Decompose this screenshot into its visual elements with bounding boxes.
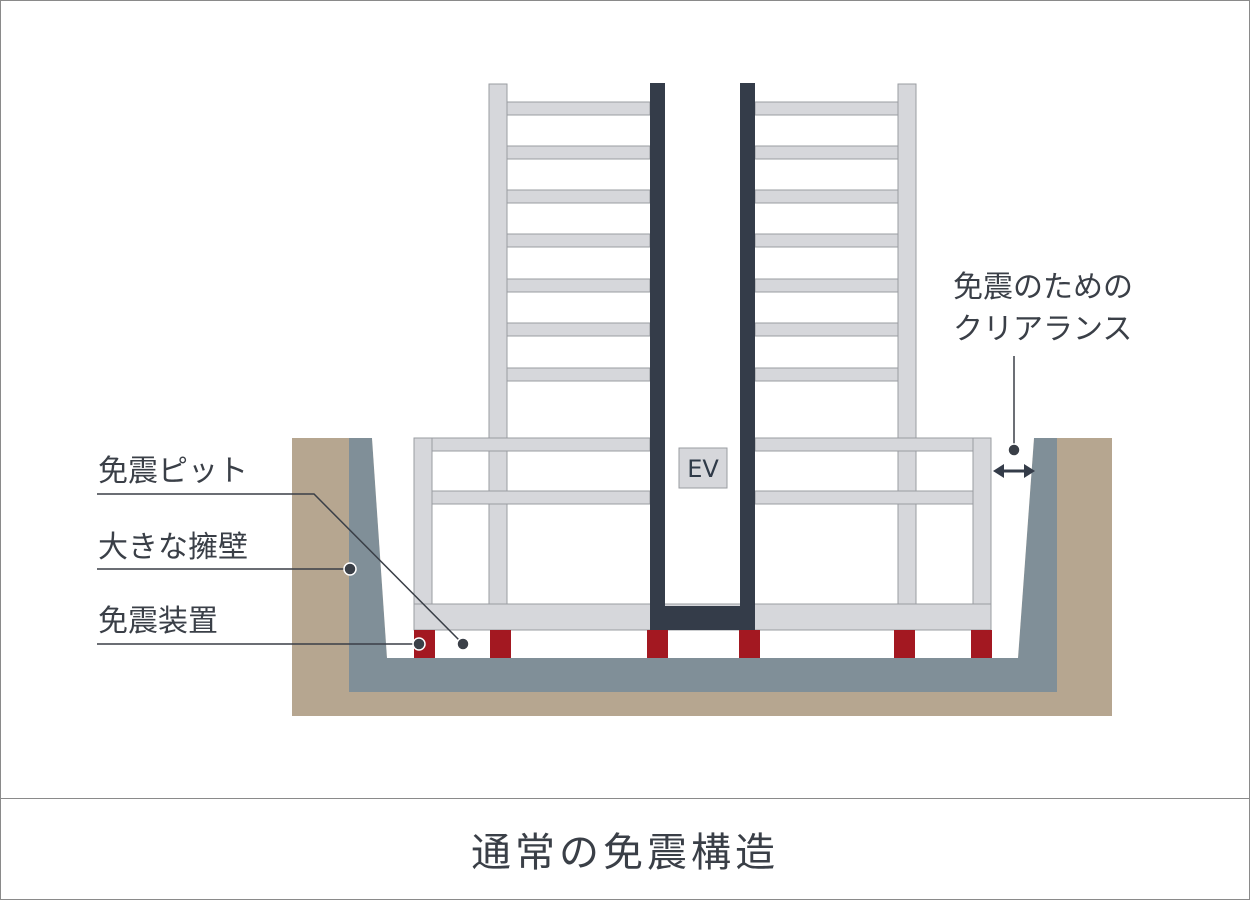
leader-dot-clearance: [1007, 443, 1021, 457]
floor-beam: [506, 233, 651, 248]
floor-beam: [754, 322, 899, 337]
podium-column-left: [413, 437, 433, 607]
isolator-bearing: [971, 630, 992, 658]
caption-divider: [1, 798, 1249, 799]
podium-column-right: [972, 437, 992, 607]
floor-beam: [754, 233, 899, 248]
floor-beam: [506, 322, 651, 337]
label-pit: 免震ピット: [98, 454, 248, 489]
isolator-bearing: [647, 630, 668, 658]
leader-dot-isolator: [412, 637, 426, 651]
tower-column-left: [488, 83, 508, 607]
floor-beam: [754, 437, 974, 452]
floor-beam: [431, 437, 651, 452]
label-clearance-line1: 免震のための: [953, 270, 1133, 305]
ev-label: EV: [687, 455, 719, 483]
seismic-isolation-diagram: EV 免震ピット 大きな擁壁 免震装置 免震のための クリアランス: [97, 83, 1133, 716]
isolator-bearing: [490, 630, 511, 658]
label-retaining-wall: 大きな擁壁: [98, 530, 248, 565]
floor-beam: [506, 189, 651, 204]
floor-beam: [431, 490, 651, 505]
ev-core-right-wall: [740, 83, 755, 623]
floor-beam: [754, 278, 899, 293]
ev-label-box: [678, 447, 728, 489]
floor-beam: [754, 189, 899, 204]
label-clearance-line2: クリアランス: [953, 312, 1132, 347]
floor-beam: [506, 145, 651, 160]
leader-line-pit: [97, 493, 464, 645]
floor-beams: [431, 101, 974, 505]
floor-beam: [754, 490, 974, 505]
retaining-wall: [349, 438, 1057, 692]
ev-core-left-wall: [650, 83, 665, 623]
label-isolator: 免震装置: [98, 604, 218, 639]
caption: 通常の免震構造: [471, 830, 779, 876]
leader-dot-pit: [456, 637, 470, 651]
leader-dot-wall: [343, 562, 357, 576]
tower-column-right: [897, 83, 917, 607]
floor-beam: [506, 101, 651, 116]
floor-beam: [754, 367, 899, 382]
floor-beam: [506, 278, 651, 293]
floor-beam: [754, 145, 899, 160]
ev-core-bottom: [650, 606, 755, 630]
isolator-bearing: [739, 630, 760, 658]
isolator-bearing: [894, 630, 915, 658]
floor-beam: [506, 367, 651, 382]
clearance-arrow-icon: [993, 464, 1035, 478]
floor-beam: [754, 101, 899, 116]
